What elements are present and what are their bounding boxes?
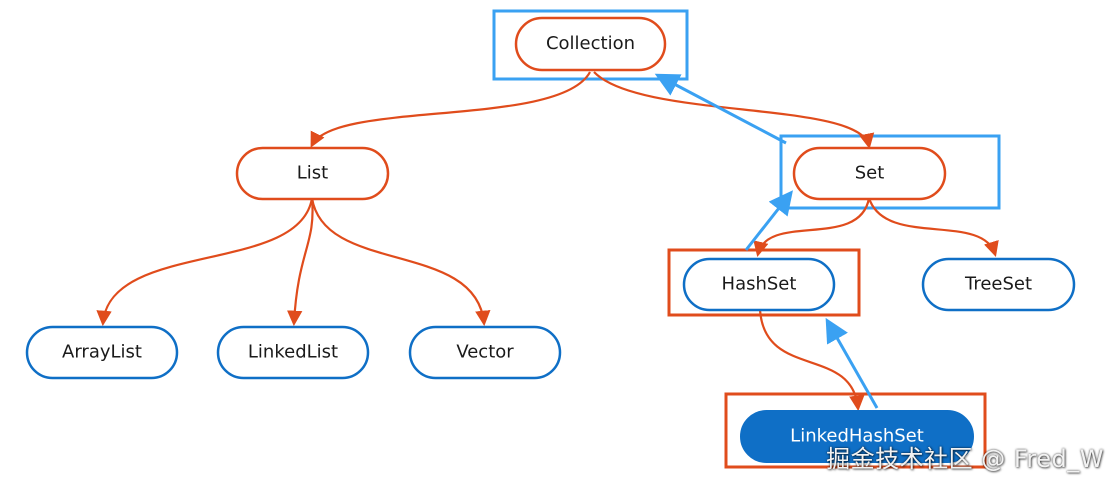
node-arraylist: ArrayList <box>25 325 179 380</box>
node-linkedlist: LinkedList <box>216 325 370 380</box>
edge-collection-to-set <box>593 71 875 150</box>
node-hashset: HashSet <box>682 257 836 312</box>
collection-highlight-box <box>492 9 689 81</box>
watermark-text: 掘金技术社区 @ Fred_W <box>826 445 1104 473</box>
inherit-set-to-collection <box>654 73 787 145</box>
edge-set-to-treeset <box>867 197 999 257</box>
edge-collection-to-list <box>310 71 591 148</box>
node-set: Set <box>792 146 947 201</box>
edge-list-to-arraylist <box>96 197 314 327</box>
node-list-label: List <box>297 163 328 184</box>
node-vector-label: Vector <box>456 342 514 363</box>
node-vector: Vector <box>408 325 562 380</box>
node-hashset-label: HashSet <box>722 274 797 295</box>
node-collection: Collection <box>514 16 667 72</box>
inherit-hashset-to-set <box>744 190 793 251</box>
edge-list-to-vector <box>310 197 491 327</box>
node-treeset-label: TreeSet <box>964 274 1032 295</box>
node-linkedhashset-label: LinkedHashSet <box>790 426 924 447</box>
node-list: List <box>235 146 390 201</box>
node-collection-label: Collection <box>546 33 635 54</box>
node-treeset: TreeSet <box>921 257 1076 312</box>
node-linkedhashset: LinkedHashSet <box>740 410 974 463</box>
inherit-linkedhashset-to-hashset <box>825 317 879 409</box>
set-highlight-box <box>779 134 1001 210</box>
edge-set-to-hashset <box>753 197 871 257</box>
node-set-label: Set <box>855 163 885 184</box>
edge-hashset-to-linkedhashset <box>758 309 865 412</box>
node-linkedlist-label: LinkedList <box>248 342 338 363</box>
node-arraylist-label: ArrayList <box>62 342 142 363</box>
edge-list-to-linkedlist <box>286 197 314 327</box>
